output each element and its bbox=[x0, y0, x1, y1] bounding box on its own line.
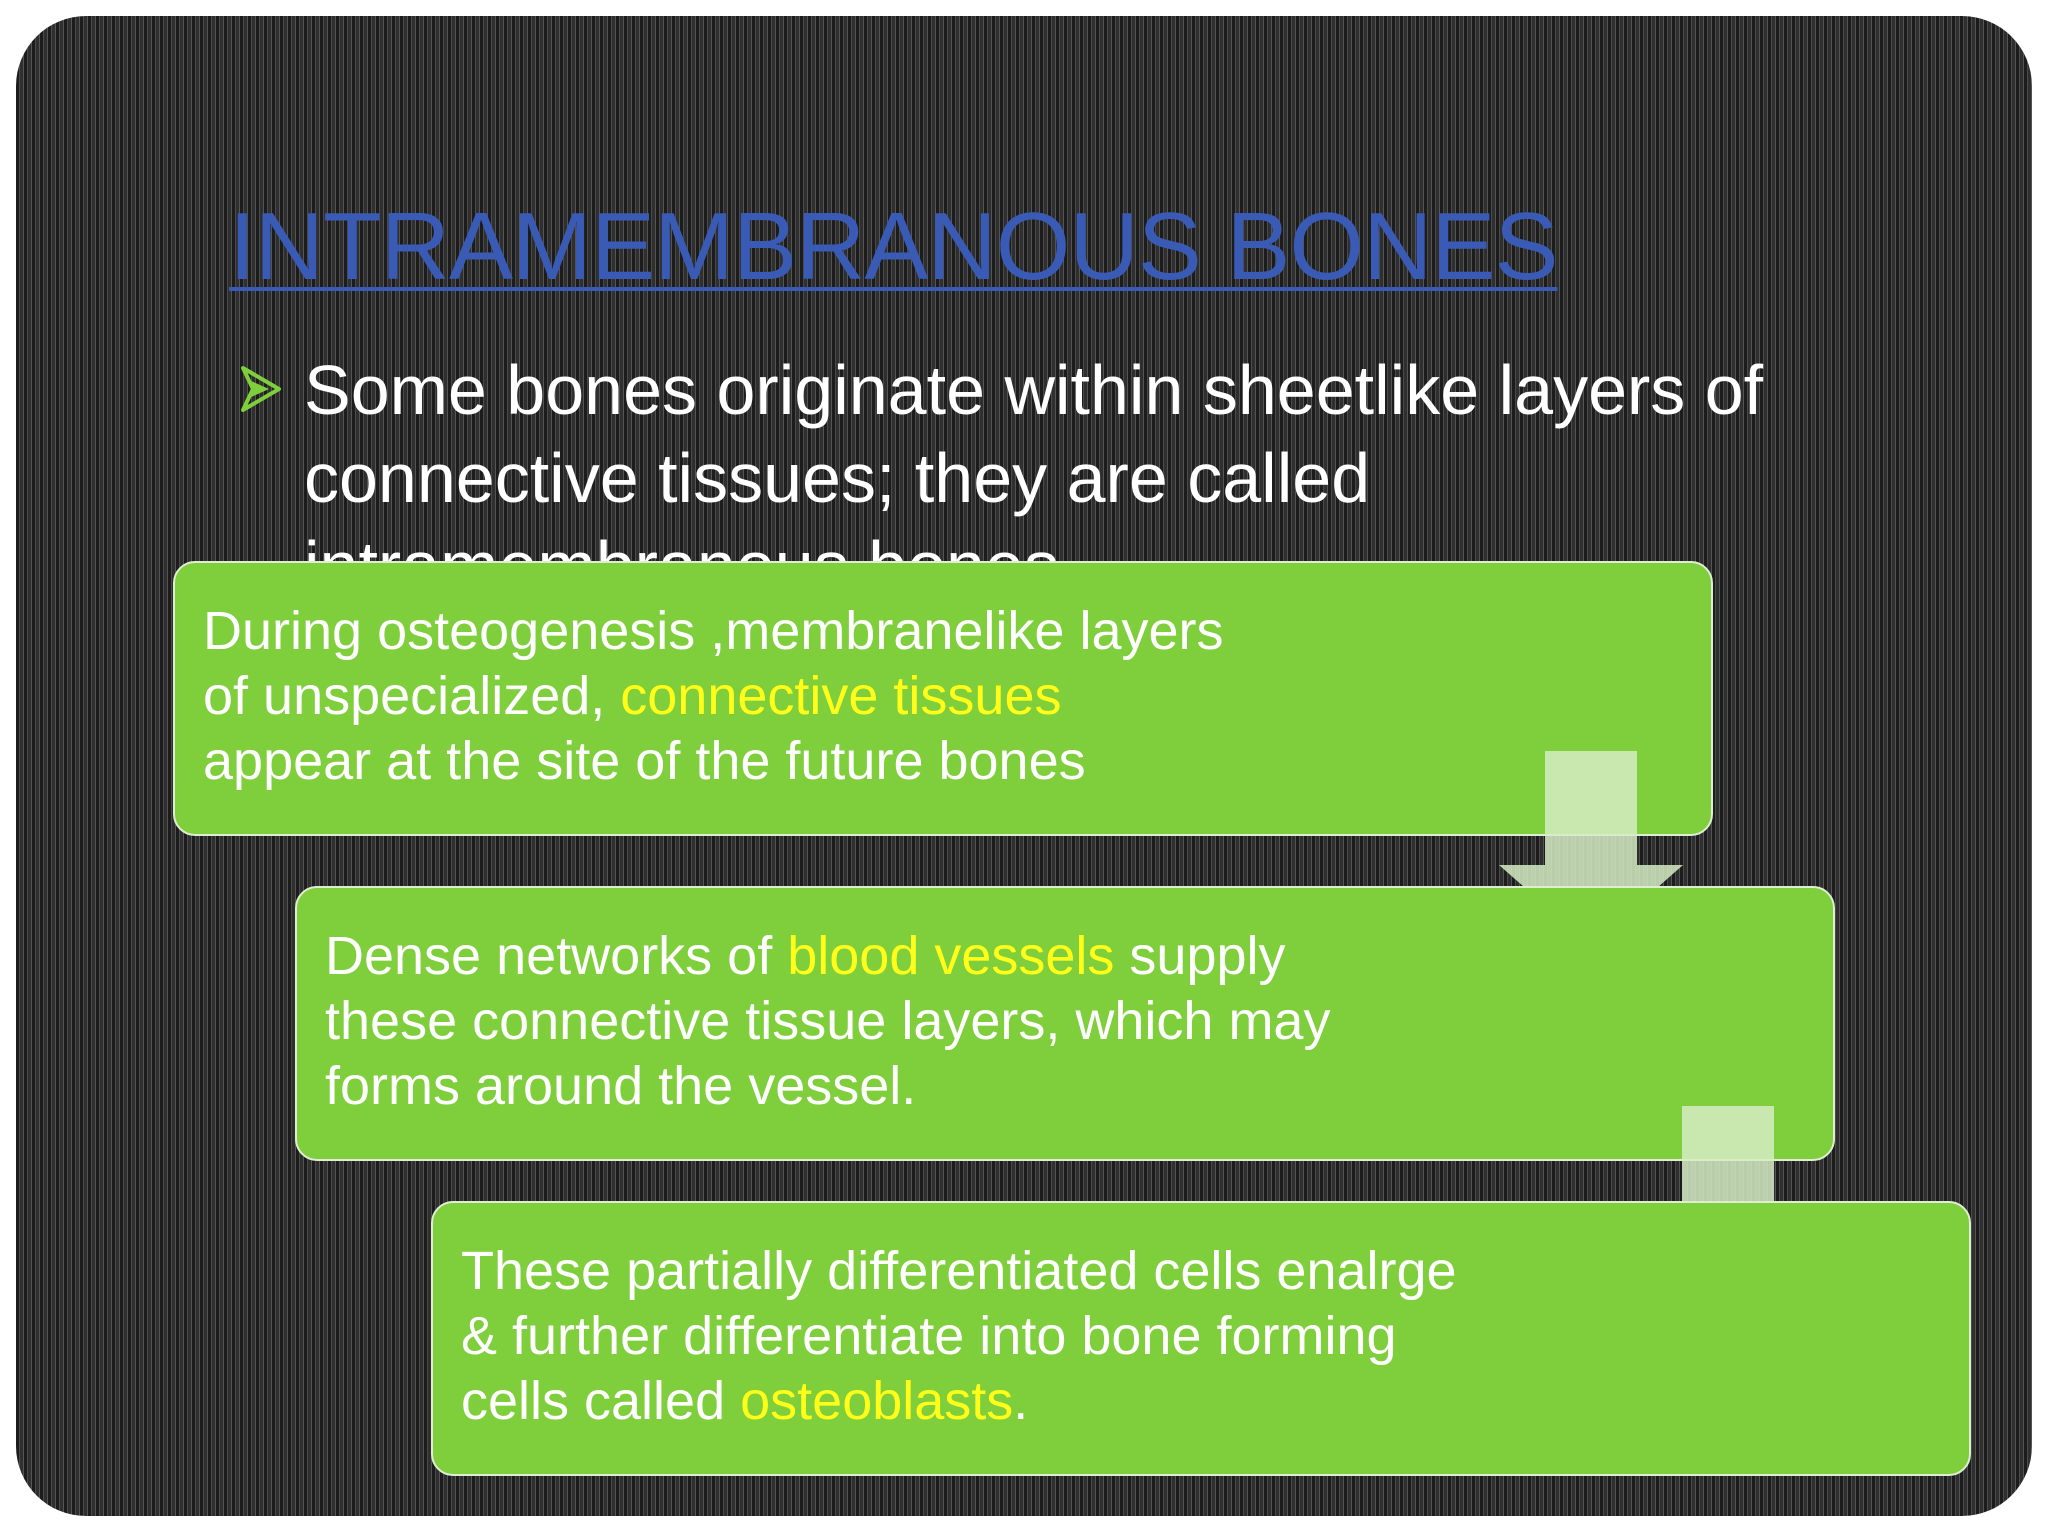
bullet-line-2: connective tissues; they are called bbox=[304, 439, 1371, 517]
process-step-3-text: These partially differentiated cells ena… bbox=[461, 1239, 1457, 1434]
step-3-line-2: & further differentiate into bone formin… bbox=[461, 1306, 1397, 1366]
bullet-text: Some bones originate within sheetlike la… bbox=[304, 346, 1904, 568]
bullet-point: Some bones originate within sheetlike la… bbox=[229, 346, 1929, 568]
highlight-osteoblasts: osteoblasts bbox=[740, 1371, 1014, 1431]
highlight-blood-vessels: blood vessels bbox=[787, 926, 1115, 986]
step-1-line-3: appear at the site of the future bones bbox=[203, 731, 1086, 791]
slide-title: INTRAMEMBRANOUS BONES bbox=[229, 193, 1558, 300]
step-2-line-2: these connective tissue layers, which ma… bbox=[325, 991, 1331, 1051]
process-step-2-text: Dense networks of blood vessels supply t… bbox=[325, 924, 1330, 1119]
process-step-1: During osteogenesis ,membranelike layers… bbox=[173, 561, 1713, 836]
highlight-connective-tissues: connective tissues bbox=[620, 666, 1062, 726]
arrow-bullet-icon bbox=[241, 366, 281, 412]
bullet-line-1: Some bones originate within sheetlike la… bbox=[304, 351, 1764, 429]
step-3-line-1: These partially differentiated cells ena… bbox=[461, 1241, 1457, 1301]
step-2-line-3: forms around the vessel. bbox=[325, 1056, 917, 1116]
process-step-1-text: During osteogenesis ,membranelike layers… bbox=[203, 599, 1224, 794]
process-step-3: These partially differentiated cells ena… bbox=[431, 1201, 1971, 1476]
slide: INTRAMEMBRANOUS BONES Some bones origina… bbox=[16, 16, 2032, 1516]
step-1-line-1: During osteogenesis ,membranelike layers bbox=[203, 601, 1224, 661]
step-1-line-2: of unspecialized, connective tissues bbox=[203, 666, 1062, 726]
step-2-line-1: Dense networks of blood vessels supply bbox=[325, 926, 1286, 986]
process-step-2: Dense networks of blood vessels supply t… bbox=[295, 886, 1835, 1161]
step-3-line-3: cells called osteoblasts. bbox=[461, 1371, 1029, 1431]
